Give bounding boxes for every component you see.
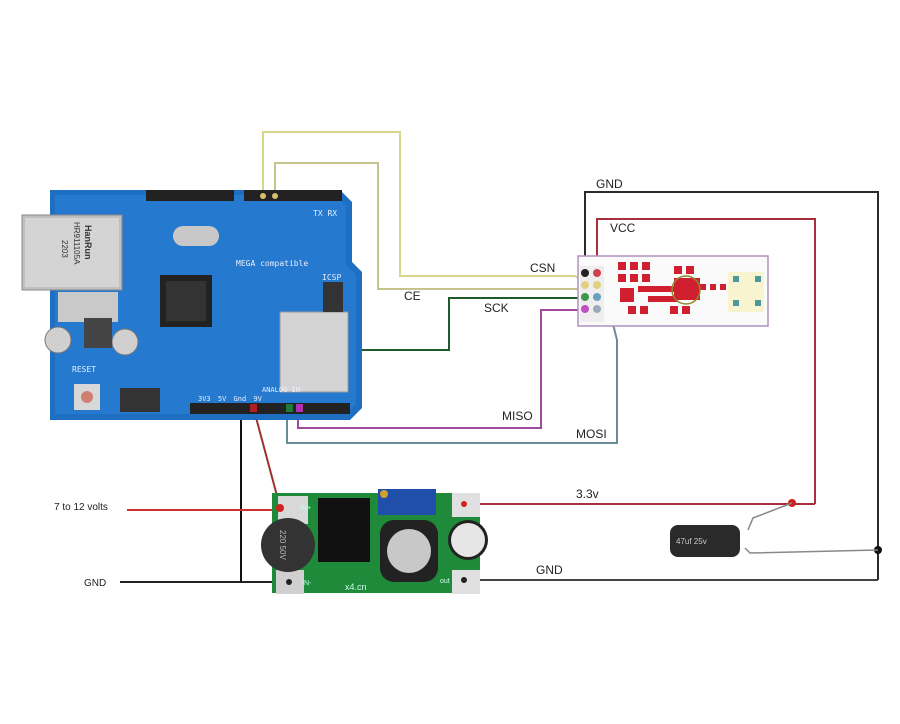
arduino-shield: HanRun HR911105A 2203 RESET MEGA compati… bbox=[21, 190, 362, 420]
label-ce: CE bbox=[404, 289, 421, 303]
label-vcc: VCC bbox=[610, 221, 636, 235]
buck-converter: 220 50V IN+ IN- out x4.cn bbox=[261, 489, 488, 594]
ic-bottom bbox=[120, 388, 160, 412]
buck-input-capacitor bbox=[261, 518, 315, 572]
wire-ce bbox=[274, 162, 586, 290]
cap-lead-positive bbox=[747, 502, 793, 531]
nrf-pin-ce bbox=[581, 281, 589, 289]
electrolytic-capacitor: 47uf 25v bbox=[670, 525, 740, 557]
wire-miso bbox=[297, 309, 586, 429]
nrf-pin-sck bbox=[581, 293, 589, 301]
header-bottom-analog bbox=[270, 403, 350, 414]
label-gnd-top: GND bbox=[596, 177, 623, 191]
header-top-right bbox=[244, 190, 342, 201]
sd-card-slot bbox=[279, 311, 349, 393]
label-3v3: 3.3v bbox=[576, 487, 599, 501]
label-gnd-left: GND bbox=[84, 578, 106, 589]
silk-out: out bbox=[440, 578, 450, 585]
rj45-text-code: 2203 bbox=[60, 240, 69, 258]
buck-cap-text: 220 50V bbox=[278, 530, 287, 560]
header-top-left bbox=[146, 190, 234, 201]
silk-analog-in: ANALOG IN bbox=[262, 386, 300, 394]
silk-tx-rx: TX RX bbox=[313, 209, 337, 218]
silk-brand: x4.cn bbox=[345, 582, 367, 592]
label-gnd-bottom: GND bbox=[536, 563, 563, 577]
silk-power-pins: 3V3 5V Gnd 9V bbox=[198, 395, 263, 403]
crystal bbox=[173, 226, 219, 246]
silk-in-plus: IN+ bbox=[300, 505, 311, 512]
nrf-pin-mosi bbox=[593, 293, 601, 301]
nrf-pin-irq bbox=[593, 305, 601, 313]
wire-gnd-nrf bbox=[584, 191, 879, 580]
silk-reset: RESET bbox=[72, 365, 96, 374]
nrf-pin-miso bbox=[581, 305, 589, 313]
rj45-text-model: HR911105A bbox=[72, 222, 81, 265]
silk-icsp: ICSP bbox=[322, 273, 341, 282]
wire-vcc-nrf bbox=[596, 218, 816, 504]
label-input-voltage: 7 to 12 volts bbox=[54, 502, 108, 513]
rj45-text-brand: HanRun bbox=[83, 225, 93, 260]
header-bottom-power bbox=[190, 403, 270, 414]
silk-mega: MEGA compatible bbox=[236, 259, 308, 268]
label-csn: CSN bbox=[530, 261, 555, 275]
icsp-header bbox=[323, 282, 343, 312]
nrf-pin-gnd bbox=[581, 269, 589, 277]
label-miso: MISO bbox=[502, 409, 533, 423]
cap-left bbox=[44, 326, 72, 354]
capacitor-text: 47uf 25v bbox=[676, 537, 707, 546]
wire-9v bbox=[253, 409, 281, 508]
nrf-pin-vcc bbox=[593, 269, 601, 277]
wire-csn bbox=[262, 131, 587, 284]
regulator-ic bbox=[318, 498, 370, 562]
cap-lead-negative bbox=[744, 547, 879, 554]
label-mosi: MOSI bbox=[576, 427, 607, 441]
silk-in-minus: IN- bbox=[302, 580, 312, 587]
label-sck: SCK bbox=[484, 301, 509, 315]
cap-right bbox=[111, 328, 139, 356]
nrf24-module bbox=[577, 255, 769, 327]
nrf-pin-csn bbox=[593, 281, 601, 289]
